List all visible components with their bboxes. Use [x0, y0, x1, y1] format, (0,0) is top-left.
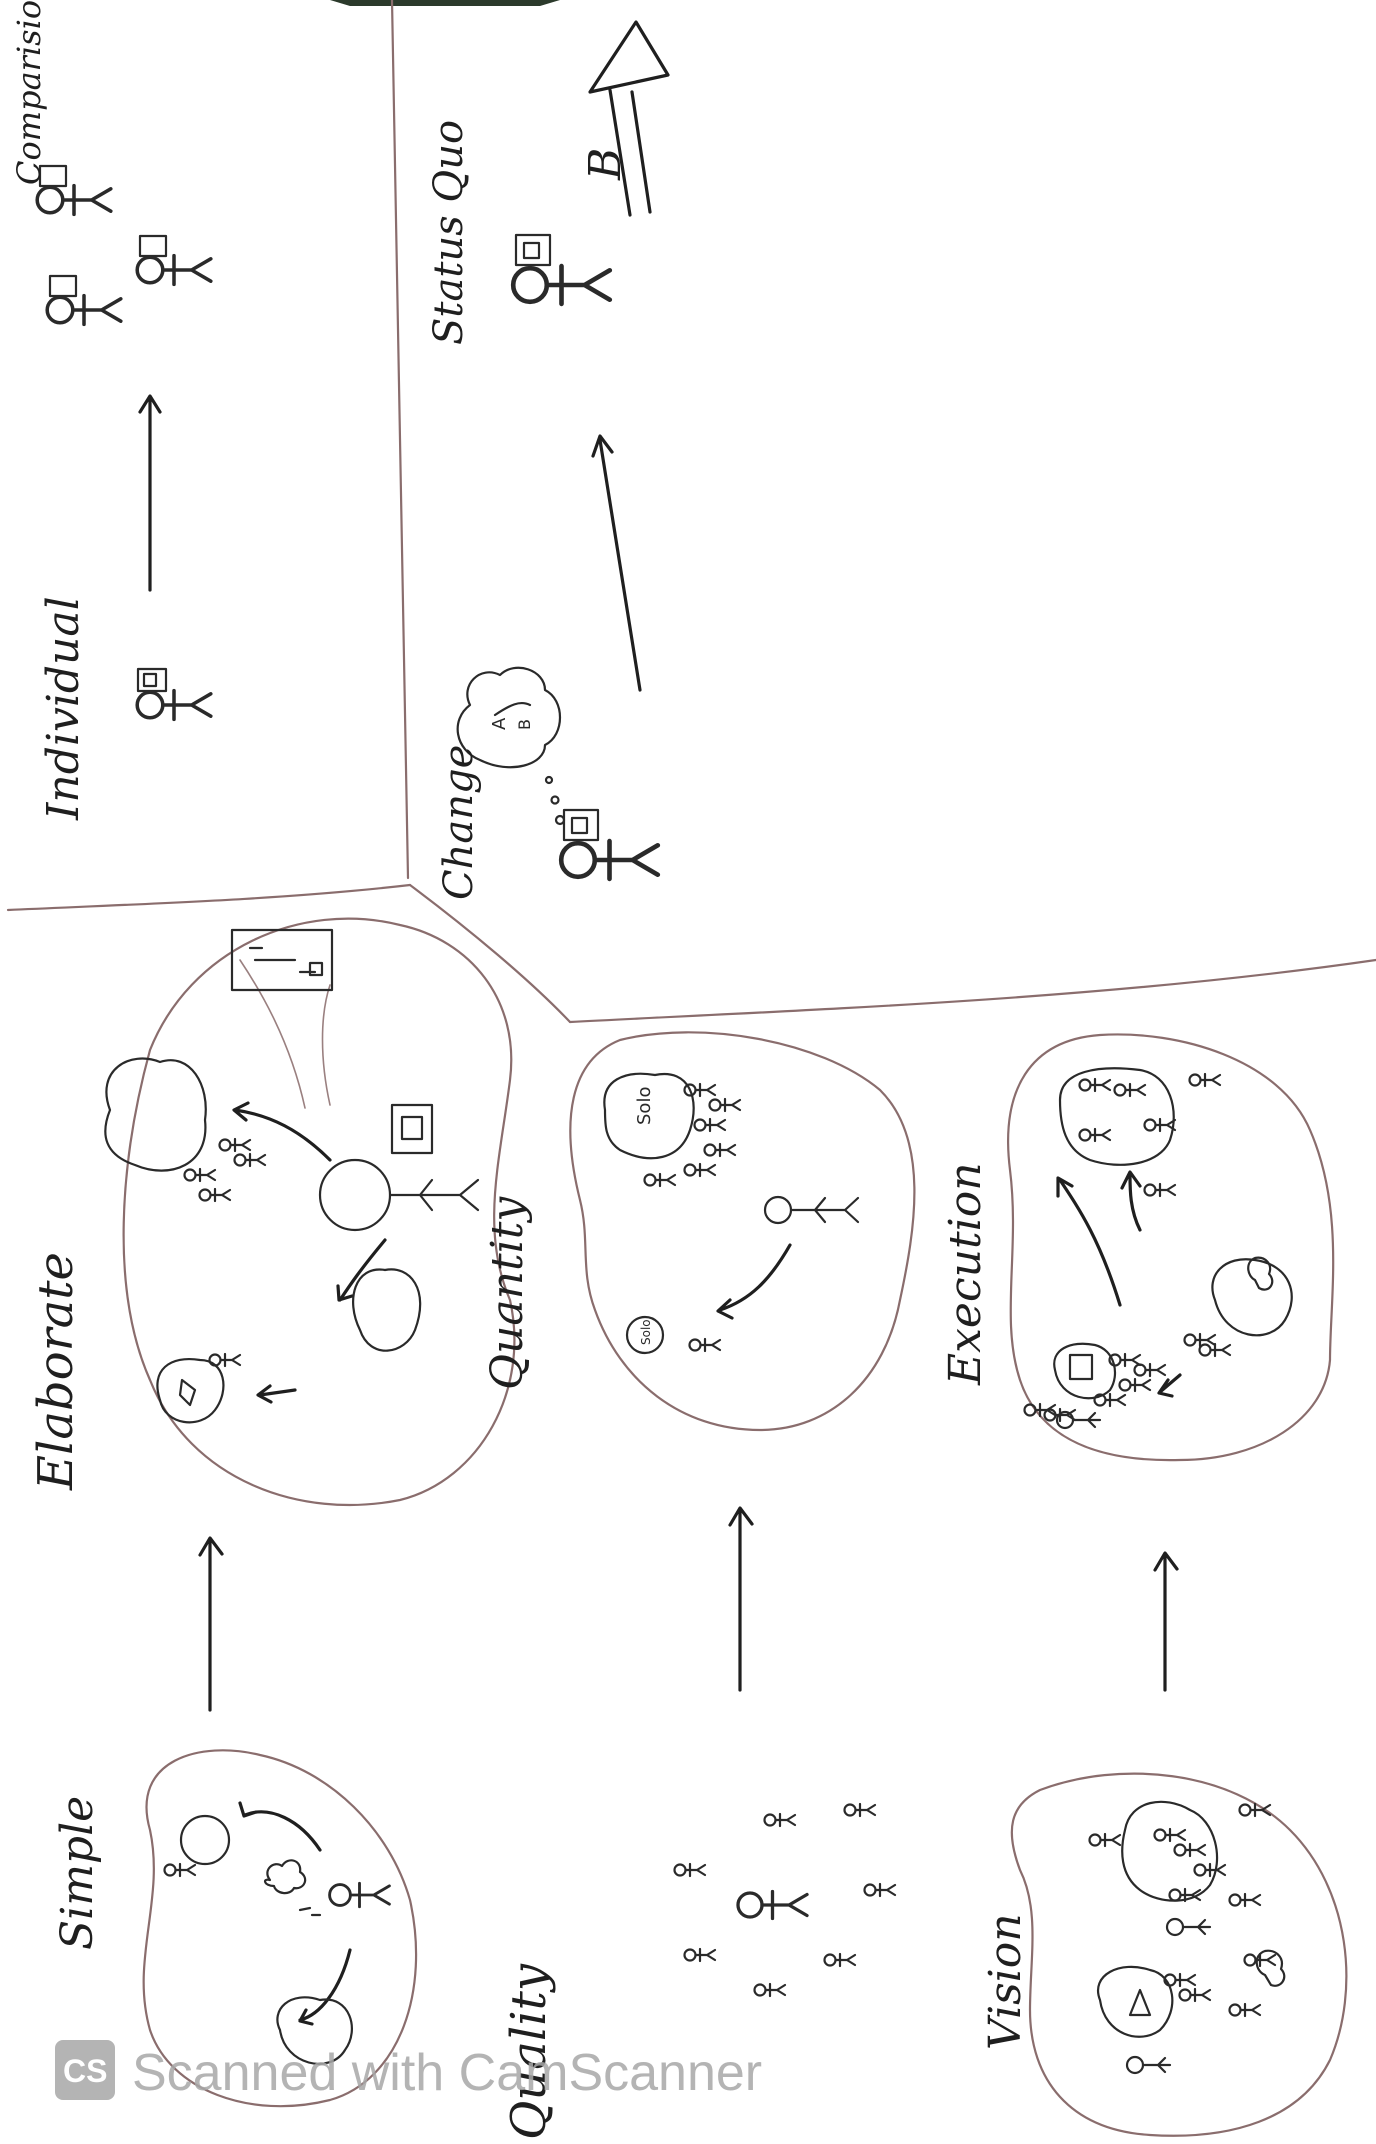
execution-contents [1023, 1067, 1293, 1430]
thought-bubble: A B [456, 666, 566, 826]
watermark-text: Scanned with CamScanner [132, 2044, 762, 2102]
big-upward-arrow [588, 20, 670, 217]
quality-contents [673, 1802, 897, 1998]
status-quo-figure [513, 233, 610, 304]
simple-blob [142, 1749, 418, 2108]
divider-top [6, 883, 412, 912]
simple-contents [163, 1801, 391, 2065]
top-edge-shadow [330, 0, 560, 6]
comparison-figures [35, 164, 213, 327]
execution-blob [1007, 1033, 1335, 1462]
label-comparison: Comparision [10, 0, 48, 185]
svg-text:CS: CS [63, 2053, 107, 2089]
vision-contents [1088, 1800, 1286, 2075]
camscanner-watermark: CS Scanned with CamScanner [55, 2040, 762, 2102]
vision-arrow [1153, 1551, 1179, 1692]
quantity-blob [569, 1031, 916, 1432]
divider-middle [568, 958, 1376, 1024]
quantity-contents: Solo Solo [603, 1072, 860, 1355]
label-elaborate: Elaborate [28, 1252, 84, 1491]
change-figure [561, 808, 658, 879]
change-arrow [591, 434, 642, 692]
svg-text:Solo: Solo [639, 1319, 653, 1345]
quality-arrow [728, 1506, 754, 1692]
label-quantity: Quantity [482, 1196, 533, 1390]
svg-text:B: B [515, 719, 534, 730]
label-execution: Execution [940, 1162, 991, 1386]
individual-arrow [138, 394, 162, 592]
individual-figure [135, 667, 213, 722]
label-change: Change [436, 745, 482, 900]
label-quality: Quality [501, 1963, 557, 2140]
simple-arrow [198, 1536, 224, 1712]
divider-vertical [390, 0, 410, 880]
vision-blob [1010, 1772, 1348, 2137]
divider-diagonal [408, 883, 572, 1024]
label-status-quo-b: B [580, 148, 631, 181]
label-simple: Simple [52, 1796, 103, 1950]
elaborate-contents [104, 928, 480, 1424]
label-vision: Vision [980, 1913, 1031, 2050]
svg-text:Solo: Solo [634, 1087, 655, 1125]
label-status-quo: Status Quo [426, 120, 472, 345]
camscanner-logo [55, 2040, 115, 2100]
label-individual: Individual [38, 596, 89, 821]
svg-text:A: A [489, 717, 510, 730]
elaborate-blob [122, 917, 516, 1507]
